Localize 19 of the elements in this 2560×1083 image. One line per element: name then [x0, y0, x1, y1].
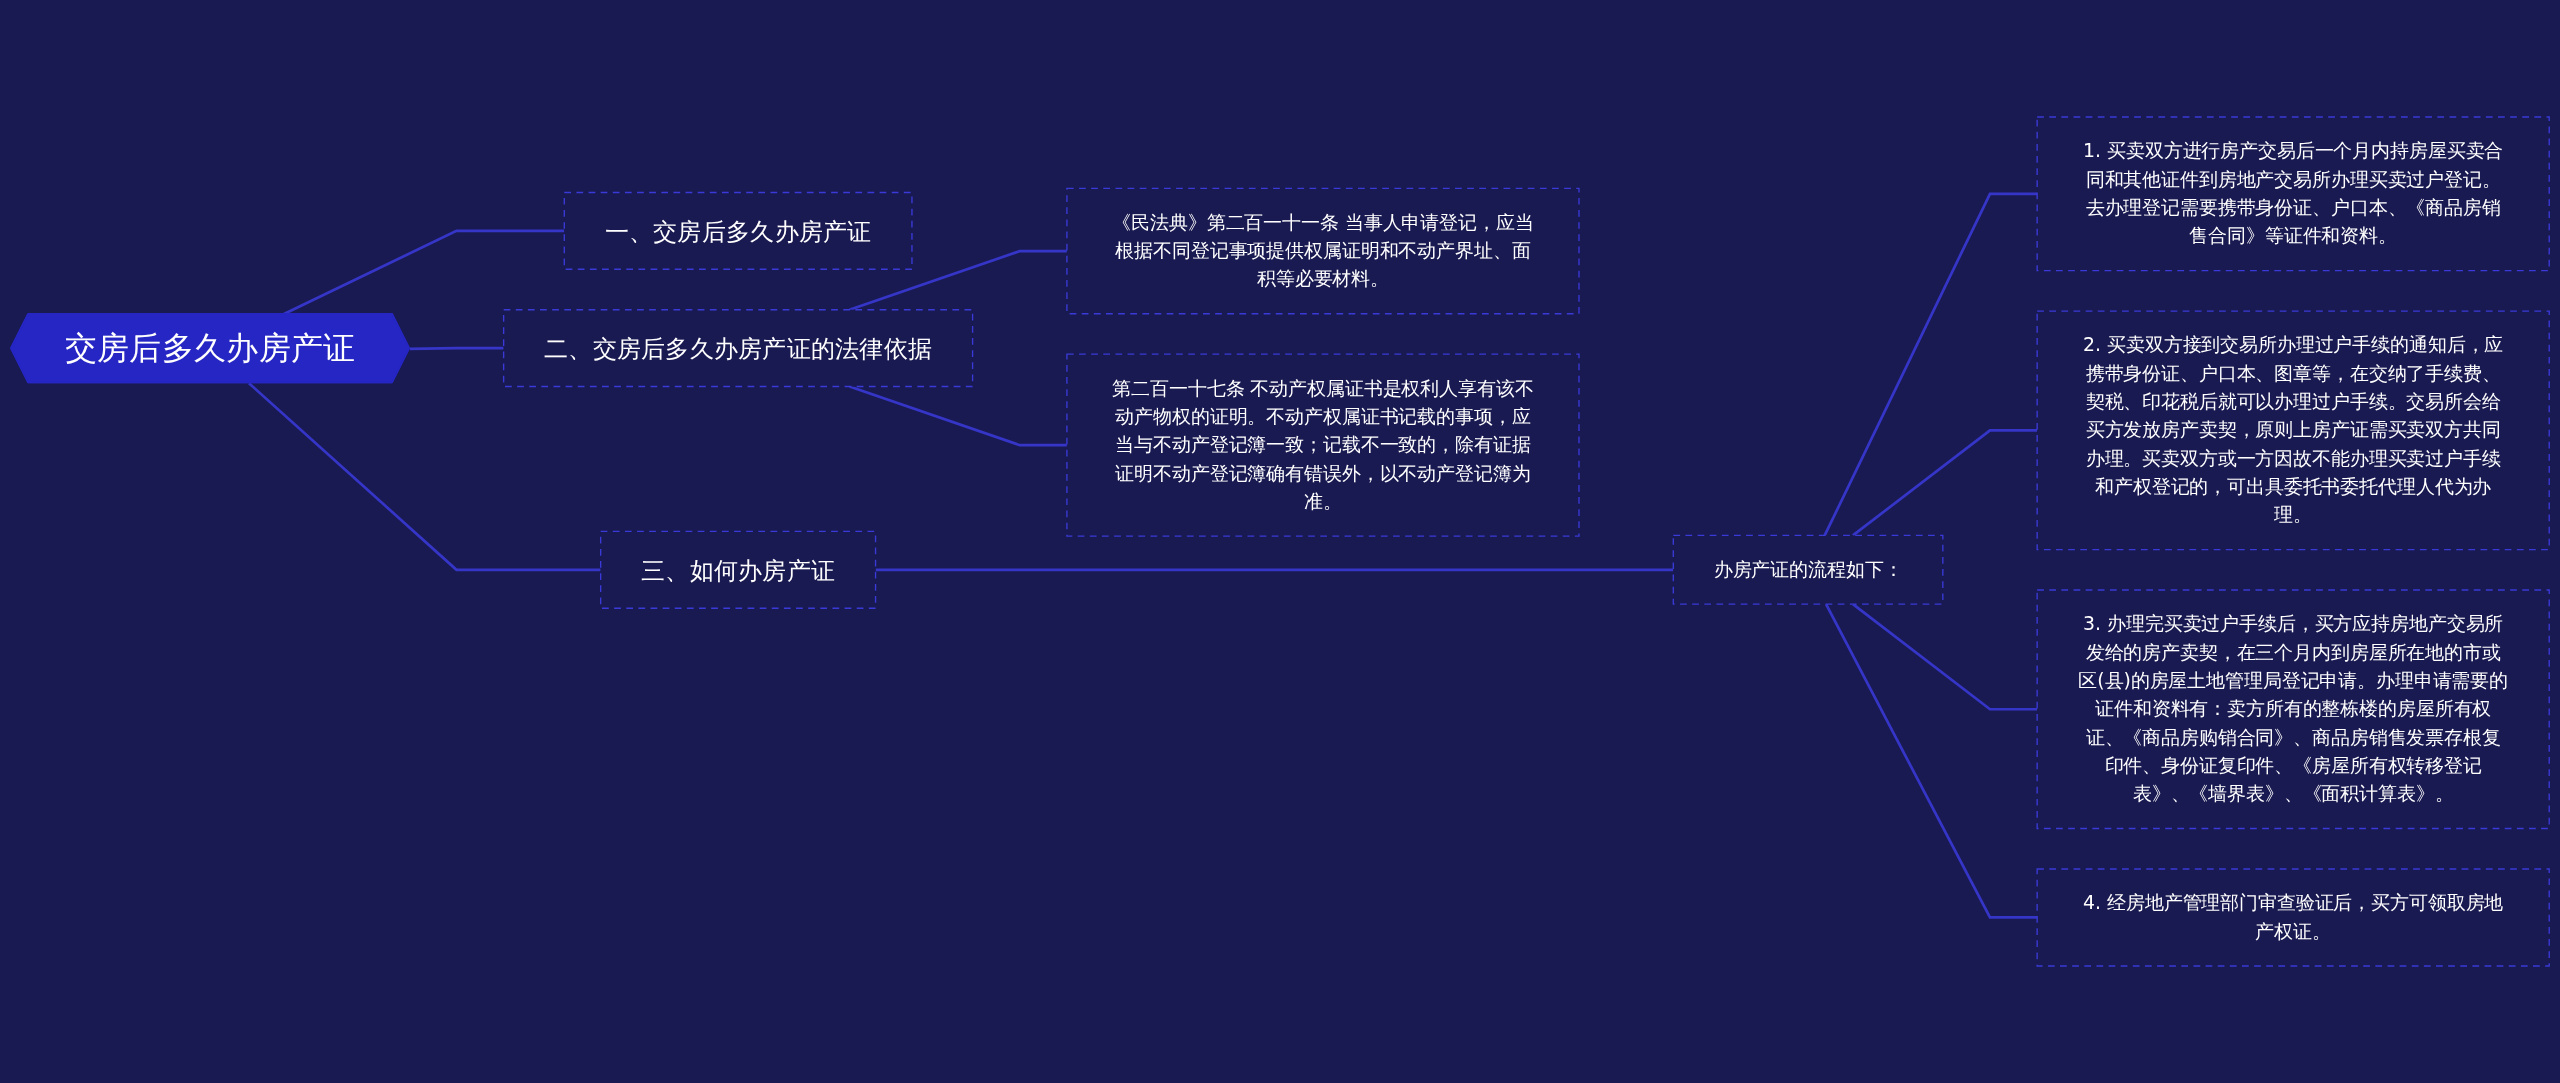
- connector: [248, 382, 601, 572]
- node-box: 4. 经房地产管理部门审查验证后，买方可领取房地产权证。: [2036, 868, 2550, 967]
- node-box: 《民法典》第二百一十一条 当事人申请登记，应当根据不同登记事项提供权属证明和不动产界址、面积等必要材料。: [1066, 187, 1580, 315]
- node-box: 一、交房后多久办房产证: [563, 191, 913, 270]
- connector: [1824, 603, 2038, 919]
- connector: [1852, 603, 2038, 711]
- node-box: 第二百一十七条 不动产权属证书是权利人享有该不动产物权的证明。不动产权属证书记载的事项，应当与不动产登记簿一致；记载不一致的，除有证据证明不动产登记簿确有错误外，以不动产登记簿为准。: [1066, 353, 1580, 537]
- node-box: 办房产证的流程如下：: [1672, 534, 1944, 605]
- connector: [409, 346, 504, 351]
- node-box: 二、交房后多久办房产证的法律依据: [502, 309, 974, 388]
- node-box: 三、如何办房产证: [600, 530, 877, 609]
- connector: [875, 568, 1674, 572]
- connector: [1823, 192, 2038, 537]
- node-box: 1. 买卖双方进行房产交易后一个月内持房屋买卖合同和其他证件到房地产交易所办理买卖过户登记。去办理登记需要携带身份证、户口本、《商品房销售合同》等证件和资料。: [2036, 116, 2550, 272]
- node-box: 3. 办理完买卖过户手续后，买方应持房地产交易所发给的房产卖契，在三个月内到房屋所在地的市或区(县)的房屋土地管理局登记申请。办理申请需要的证件和资料有：卖方所有的整栋楼的房屋所有权证、《商品房购销合同》、商品房销售发票存根复印件、身份证复印件、《房屋所有权转移登记表》、《墙界表》、《面积计算表》。: [2036, 589, 2550, 830]
- connector: [1852, 428, 2038, 537]
- node-box: 2. 买卖双方接到交易所办理过户手续的通知后，应携带身份证、户口本、图章等，在交纳了手续费、契税、印花税后就可以办理过户手续。交易所会给买方发放房产卖契，原则上房产证需买卖双方共同办理。买卖双方或一方因故不能办理买卖过户手续和产权登记的，可出具委托书委托代理人代为办理。: [2036, 310, 2550, 551]
- connector: [849, 249, 1067, 311]
- connector: [849, 385, 1067, 447]
